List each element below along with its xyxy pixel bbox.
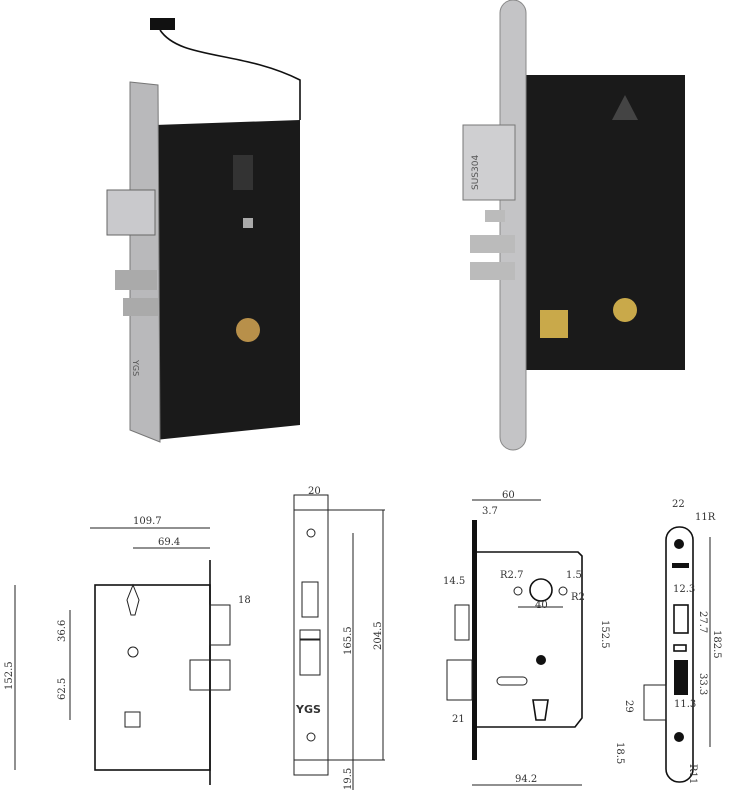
dim-label: 11R bbox=[695, 512, 716, 523]
deadlatch bbox=[485, 210, 505, 222]
dim-label: 152.5 bbox=[4, 661, 15, 690]
side-view-drawing: 22 11R 12.3 27.7 182.5 33.3 11.3 29 18.5… bbox=[614, 499, 722, 784]
front-view-drawing: 109.7 69.4 18 36.6 62.5 152.5 bbox=[4, 516, 251, 785]
bolt-2 bbox=[470, 262, 515, 280]
dim-label: 3.7 bbox=[482, 506, 498, 517]
dim-label: 36.6 bbox=[57, 620, 68, 642]
lock-body bbox=[155, 120, 300, 440]
cylinder-hole bbox=[613, 298, 637, 322]
dim-label: R2.7 bbox=[500, 570, 523, 581]
wires bbox=[159, 29, 301, 120]
faceplate-logo: YGS bbox=[295, 703, 321, 716]
dim-label: 18.5 bbox=[614, 742, 625, 764]
faceplate-logo: YGS bbox=[131, 359, 140, 376]
dim-label: 182.5 bbox=[711, 630, 722, 659]
dim-label: 165.5 bbox=[343, 626, 354, 655]
dim-label: 29 bbox=[623, 700, 634, 713]
faceplate bbox=[499, 0, 527, 451]
lock-photo-right: SUS304 bbox=[462, 0, 685, 451]
dim-label: 12.3 bbox=[673, 584, 695, 595]
faceplate bbox=[129, 81, 161, 443]
dim-label: 60 bbox=[502, 490, 515, 501]
deadbolt bbox=[123, 298, 158, 316]
dim-label: 11.3 bbox=[674, 699, 696, 710]
spindle-slot bbox=[612, 95, 638, 120]
dim-label: R2 bbox=[571, 592, 585, 603]
dim-label: 204.5 bbox=[373, 621, 384, 650]
dim-label: R11 bbox=[687, 764, 698, 784]
dim-label: 18 bbox=[238, 595, 251, 606]
dim-label: 1.5 bbox=[566, 570, 582, 581]
dim-label: 62.5 bbox=[57, 678, 68, 700]
latch-bolt bbox=[462, 124, 516, 201]
dim-label: 94.2 bbox=[515, 774, 537, 785]
dim-label: 40 bbox=[535, 600, 548, 611]
dim-label: 14.5 bbox=[443, 576, 465, 587]
dim-label: 19.5 bbox=[343, 768, 354, 790]
dim-label: 69.4 bbox=[158, 537, 180, 548]
connector bbox=[150, 18, 175, 30]
dim-label: 152.5 bbox=[599, 620, 610, 649]
faceplate-view-drawing: 20 165.5 204.5 19.5 YGS bbox=[293, 486, 385, 790]
cylinder-hole bbox=[236, 318, 260, 342]
lock-photo-left: YGS bbox=[106, 18, 301, 443]
dim-label: 22 bbox=[672, 499, 685, 510]
spindle-slot bbox=[233, 155, 253, 190]
dim-label: 109.7 bbox=[133, 516, 162, 527]
dim-label: 33.3 bbox=[697, 673, 708, 695]
dim-label: 27.7 bbox=[697, 611, 708, 633]
detail-view-drawing: 60 3.7 14.5 R2.7 1.5 40 R2 21 94.2 152.5 bbox=[443, 490, 610, 786]
brass-pad bbox=[540, 310, 568, 338]
spindle-hole bbox=[243, 218, 253, 228]
bolt-1 bbox=[470, 235, 515, 253]
deadlatch bbox=[115, 270, 157, 290]
dim-label: 20 bbox=[308, 486, 321, 497]
dim-label: 21 bbox=[452, 714, 465, 725]
faceplate-stamp: SUS304 bbox=[471, 155, 481, 190]
latch-bolt bbox=[106, 189, 156, 236]
